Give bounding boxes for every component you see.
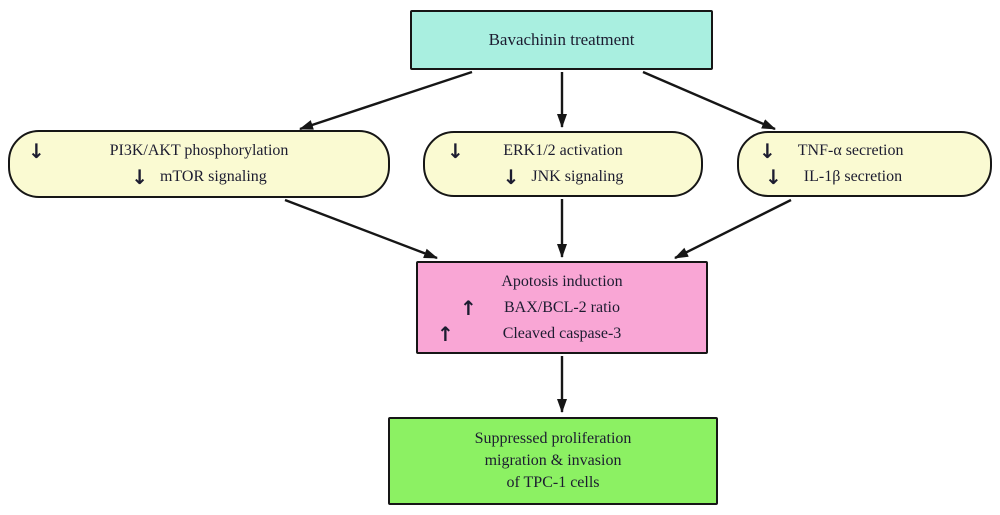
outcome-line1-label: Suppressed proliferation bbox=[474, 430, 632, 447]
erk-line1-label: ERK1/2 activation bbox=[503, 142, 623, 159]
decrease-arrow-icon: ↓ bbox=[502, 165, 520, 189]
arrow-pi3k-to-apoptosis bbox=[284, 198, 438, 260]
arrow-tnf-to-apoptosis bbox=[674, 198, 792, 260]
arrow-treatment-to-tnf bbox=[642, 70, 776, 131]
arrow-treatment-to-pi3k bbox=[299, 70, 473, 131]
pi3k-line2-label: mTOR signaling bbox=[159, 168, 267, 185]
decrease-arrow-icon: ↓ bbox=[28, 139, 45, 163]
outcome-line3-label: of TPC-1 cells bbox=[506, 474, 600, 491]
outcome-line2-label: migration & invasion bbox=[484, 452, 622, 469]
node-erk-jnk: ↓ ERK1/2 activation ↓ JNK signaling bbox=[423, 131, 703, 197]
increase-arrow-icon: ↑ bbox=[460, 295, 477, 320]
node-pi3k-akt: ↓ PI3K/AKT phosphorylation ↓ mTOR signal… bbox=[8, 130, 390, 198]
apoptosis-title: Apotosis induction bbox=[501, 272, 623, 290]
tnf-line2-label: IL-1β secretion bbox=[803, 168, 903, 185]
treatment-label: Bavachinin treatment bbox=[488, 30, 635, 49]
node-suppressed-outcome: Suppressed proliferation migration & inv… bbox=[388, 417, 718, 505]
increase-arrow-icon: ↑ bbox=[437, 321, 454, 346]
decrease-arrow-icon: ↓ bbox=[759, 139, 776, 163]
node-apoptosis-induction: Apotosis induction ↑ BAX/BCL-2 ratio ↑ C… bbox=[416, 261, 708, 354]
decrease-arrow-icon: ↓ bbox=[131, 165, 148, 189]
tnf-line1-label: TNF-α secretion bbox=[797, 142, 904, 159]
node-bavachinin-treatment: Bavachinin treatment bbox=[410, 10, 713, 70]
erk-line2-label: JNK signaling bbox=[531, 168, 624, 185]
node-tnf-il1b: ↓ TNF-α secretion ↓ IL-1β secretion bbox=[737, 131, 992, 197]
decrease-arrow-icon: ↓ bbox=[447, 139, 464, 163]
decrease-arrow-icon: ↓ bbox=[765, 165, 782, 189]
apoptosis-line3-label: Cleaved caspase-3 bbox=[502, 324, 622, 342]
pi3k-line1-label: PI3K/AKT phosphorylation bbox=[109, 142, 289, 159]
apoptosis-line2-label: BAX/BCL-2 ratio bbox=[504, 298, 620, 316]
